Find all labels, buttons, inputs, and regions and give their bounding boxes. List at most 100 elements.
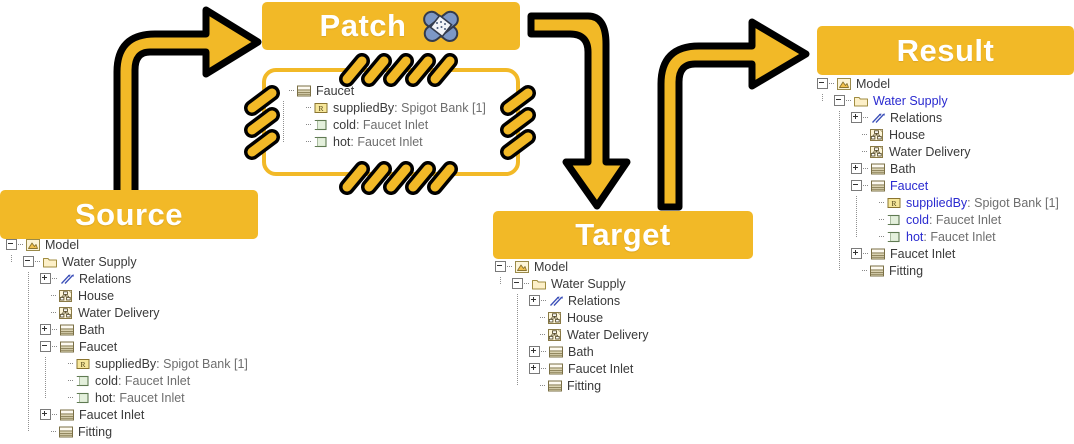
tree-row[interactable]: Faucet Inlet [495, 360, 649, 377]
row-indent [6, 338, 40, 355]
tree-row[interactable]: Water Supply [495, 275, 649, 292]
connector-dots [540, 381, 547, 390]
connector-elbow [851, 147, 861, 156]
tree-row[interactable]: cold : Faucet Inlet [278, 116, 486, 133]
expand-toggle-expanded[interactable] [512, 278, 523, 289]
tree-row[interactable]: House [495, 309, 649, 326]
row-indent [817, 177, 851, 194]
expand-toggle-collapsed[interactable] [529, 295, 540, 306]
connector-dots [306, 120, 313, 129]
expand-toggle-expanded[interactable] [40, 341, 51, 352]
port-icon [886, 213, 902, 227]
tree-row[interactable]: Relations [817, 109, 1059, 126]
connector-dots [524, 279, 531, 288]
tree-row[interactable]: Model [6, 236, 248, 253]
row-indent [817, 109, 851, 126]
tree-row-name: Faucet [316, 83, 355, 98]
tree-row-name: Fitting [567, 378, 602, 393]
tree-row[interactable]: Water Delivery [495, 326, 649, 343]
expand-toggle-expanded[interactable] [817, 78, 828, 89]
tree-row-name: cold [95, 373, 118, 388]
connector-elbow [529, 313, 539, 322]
banner-result[interactable]: Result [817, 26, 1074, 75]
tree-row[interactable]: cold : Faucet Inlet [6, 372, 248, 389]
tree-row[interactable]: Relations [495, 292, 649, 309]
tree-row-name: Bath [568, 344, 594, 359]
tree-row[interactable]: House [6, 287, 248, 304]
tree-row[interactable]: Faucet [6, 338, 248, 355]
row-indent [6, 270, 40, 287]
expand-toggle-collapsed[interactable] [40, 409, 51, 420]
tree-row[interactable]: Fitting [495, 377, 649, 394]
tree-row-name: Faucet [79, 339, 118, 354]
tree-row[interactable]: Bath [495, 343, 649, 360]
expand-toggle-collapsed[interactable] [40, 273, 51, 284]
tree-row[interactable]: Fitting [817, 262, 1059, 279]
tree-row[interactable]: hot : Faucet Inlet [817, 228, 1059, 245]
relations-icon [870, 111, 886, 125]
row-indent [817, 262, 851, 279]
expand-toggle-collapsed[interactable] [529, 346, 540, 357]
tree-row[interactable]: hot : Faucet Inlet [6, 389, 248, 406]
tree-row-name: Water Supply [551, 276, 626, 291]
expand-toggle-expanded[interactable] [6, 239, 17, 250]
expand-toggle-collapsed[interactable] [529, 363, 540, 374]
connector-elbow [295, 103, 305, 112]
tree-row-type: : Spigot Bank [1] [394, 100, 486, 115]
banner-patch[interactable]: Patch [262, 2, 520, 50]
ref-icon: R [75, 357, 91, 371]
tree-row-name: suppliedBy [906, 195, 968, 210]
connector-dots [35, 257, 42, 266]
banner-target[interactable]: Target [493, 211, 753, 259]
tree-row[interactable]: hot : Faucet Inlet [278, 133, 486, 150]
connector-elbow [851, 130, 861, 139]
expand-toggle-collapsed[interactable] [851, 248, 862, 259]
expand-toggle-collapsed[interactable] [851, 112, 862, 123]
tree-row-type: : Faucet Inlet [112, 390, 185, 405]
tree-row[interactable]: Water Supply [817, 92, 1059, 109]
connector-dots [51, 308, 58, 317]
row-indent [495, 377, 529, 394]
tree-row[interactable]: Water Delivery [817, 143, 1059, 160]
tree-row[interactable]: Faucet Inlet [6, 406, 248, 423]
tree-row[interactable]: Water Delivery [6, 304, 248, 321]
expand-toggle-collapsed[interactable] [851, 163, 862, 174]
ref-icon: R [886, 196, 902, 210]
expand-toggle-expanded[interactable] [23, 256, 34, 267]
connector-dots [289, 86, 296, 95]
banner-source[interactable]: Source [0, 190, 258, 239]
expand-toggle-expanded[interactable] [834, 95, 845, 106]
tree-row[interactable]: Bath [6, 321, 248, 338]
tree-row[interactable]: Fitting [6, 423, 248, 440]
row-indent [6, 253, 23, 270]
tree-row-type: : Faucet Inlet [117, 373, 191, 388]
tree-row[interactable]: Faucet Inlet [817, 245, 1059, 262]
expand-toggle-expanded[interactable] [495, 261, 506, 272]
expand-toggle-collapsed[interactable] [40, 324, 51, 335]
tree-row-name: hot [333, 134, 351, 149]
tree-row[interactable]: cold : Faucet Inlet [817, 211, 1059, 228]
connector-dots [51, 427, 58, 436]
tree-row-name: Relations [568, 293, 621, 308]
tree-row-name: Fitting [78, 424, 113, 439]
row-indent [817, 194, 868, 211]
tree-row-name: Bath [890, 161, 916, 176]
tree-row[interactable]: Faucet [817, 177, 1059, 194]
tree-row[interactable]: Model [495, 258, 649, 275]
tree-row[interactable]: Faucet [278, 82, 486, 99]
connector-dots [51, 291, 58, 300]
tree-row[interactable]: House [817, 126, 1059, 143]
expand-toggle-expanded[interactable] [851, 180, 862, 191]
tree-row[interactable]: Bath [817, 160, 1059, 177]
tree-row[interactable]: Model [817, 75, 1059, 92]
tree-row[interactable]: Water Supply [6, 253, 248, 270]
tree-row[interactable]: Relations [6, 270, 248, 287]
